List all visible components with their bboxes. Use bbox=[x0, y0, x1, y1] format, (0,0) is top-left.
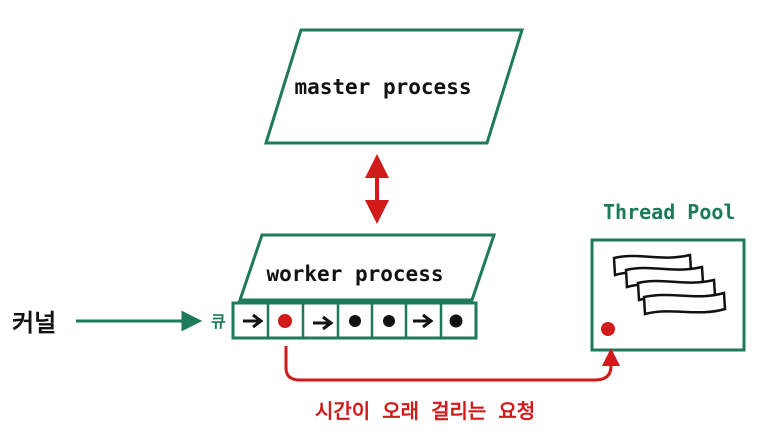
thread-ribbons-icon bbox=[612, 253, 727, 316]
worker-process-box: worker process bbox=[237, 233, 497, 302]
queue-cell-7-dot bbox=[449, 314, 463, 328]
long-request-arrow bbox=[284, 346, 620, 382]
kernel-label: 커널 bbox=[12, 309, 56, 337]
queue-cell-6-arrow-icon bbox=[413, 313, 434, 329]
queue-label: 큐 bbox=[211, 312, 226, 331]
queue-cell-4-dot bbox=[349, 315, 361, 327]
long-request-label: 시간이 오래 걸리는 요청 bbox=[315, 399, 535, 423]
queue bbox=[231, 301, 478, 340]
thread-pool-title: Thread Pool bbox=[603, 200, 735, 224]
master-process-label: master process bbox=[294, 75, 471, 99]
queue-cell-1-arrow-icon bbox=[243, 313, 264, 329]
master-process-box: master process bbox=[263, 28, 525, 145]
queue-cell-3-arrow-icon bbox=[313, 315, 334, 331]
thread-pool-box bbox=[590, 238, 746, 352]
queue-cell-2-red-dot bbox=[278, 314, 292, 328]
queue-cell-5-dot bbox=[383, 315, 395, 327]
worker-process-label: worker process bbox=[266, 262, 443, 286]
thread-pool-red-dot bbox=[601, 322, 615, 336]
